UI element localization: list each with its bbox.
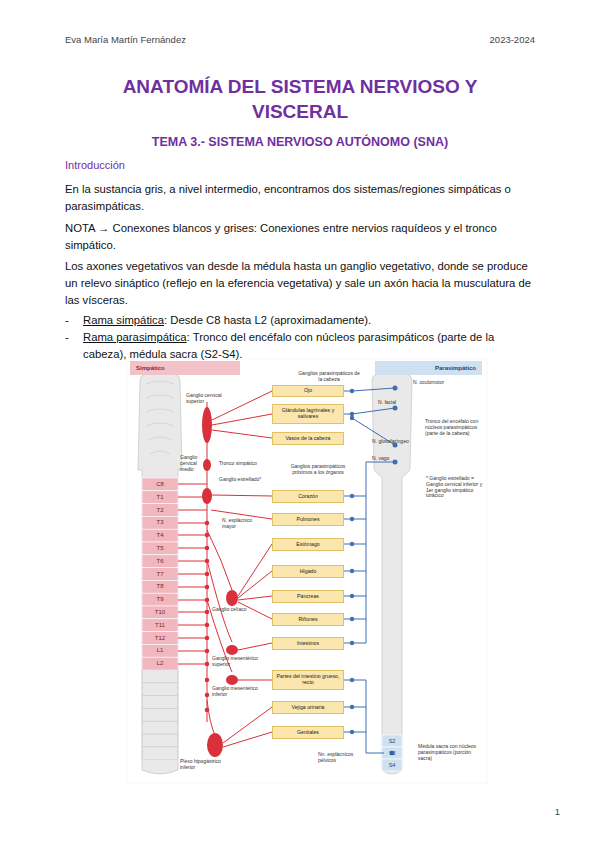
node-text: Riñones [298,617,317,623]
annotation: Tronco del encéfalo con núcleos parasimp… [425,419,483,436]
segment-label: T5 [142,542,178,554]
sympathetic-band: Simpático [130,361,240,375]
organ-box: Intestinos [272,637,344,650]
plexus-label: Plexo hipogástrico inferior [180,759,225,771]
nerve-label: N. glosofaríngeo [372,439,422,445]
sympathetic-ganglia [202,407,238,757]
bullet-dash: - [65,312,77,329]
organ-box: Estómago [272,538,344,551]
body-paragraph: Los axones vegetativos van desde la médu… [65,258,537,309]
organ-box: Corazón [272,490,344,503]
parasympathetic-band: Parasimpático [375,361,482,375]
parasympathetic-cord [372,372,412,774]
nerve-label: N. esplácnico mayor [222,518,262,530]
segment-label: T3 [142,516,178,528]
ganglion-label: Ganglio cervical superior [186,393,222,405]
segment-label: T2 [142,504,178,516]
nerve-label: Nn. esplácnicos pélvicos [318,752,360,764]
node-text: Partes del intestino grueso, recto [274,674,342,685]
segment-label: T8 [142,580,178,592]
node-text: Páncreas [297,594,319,600]
ganglion-label: Ganglio mesentérico inferior [212,686,270,698]
ganglion-label: Ganglio estrellado* [219,477,271,483]
section-heading: Introducción [65,159,265,171]
segment-label: T11 [142,619,178,631]
author-header: Eva María Martín Fernández [65,34,365,45]
section-title: TEMA 3.- SISTEMA NERVIOSO AUTÓNOMO (SNA) [60,135,540,149]
segment-label: S4 [382,759,402,771]
segment-label: T4 [142,529,178,541]
segment-label: L1 [142,644,178,656]
bullet-line: Rama simpática: Desde C8 hasta L2 (aprox… [83,312,537,329]
node-text: Corazón [298,494,318,500]
node-text: Genitales [297,730,319,736]
organ-box: Hígado [272,565,344,578]
node-text: Simpático [136,365,165,371]
ganglion-label: Ganglios parasimpáticos de la cabeza [296,371,362,383]
node-text: Pulmones [296,517,319,523]
segment-label: L2 [142,657,178,669]
organ-box: Partes del intestino grueso, recto [272,670,344,690]
organ-box: Riñones [272,613,344,626]
node-text: Intestinos [297,641,319,647]
nerve-label: N. facial [378,400,418,406]
nerve-label: N. vago [372,456,412,462]
figure-frame [127,359,487,783]
organ-box: Ojo [272,385,344,397]
segment-label: T7 [142,568,178,580]
note-paragraph: NOTA → Conexones blancos y grises: Conex… [65,220,537,254]
bullet-text: : Desde C8 hasta L2 (aproximadamente). [164,314,371,326]
organ-box: Vasos de la cabeza [272,432,344,445]
year-header: 2023-2024 [400,34,535,45]
node-text: Hígado [300,569,317,575]
bullet-line: Rama parasimpática: Tronco del encéfalo … [83,329,537,363]
organ-box: Glándulas lagrimales y salivares [272,404,344,424]
node-text: Glándulas lagrimales y salivares [274,408,342,419]
node-text: Ojo [304,388,312,394]
trunk-label: Tronco simpático [219,461,269,467]
node-text: Parasimpático [435,365,476,371]
segment-label: T1 [142,491,178,503]
organ-box: Vejiga urinaria [272,701,344,714]
page-title: ANATOMÍA DEL SISTEMA NERVIOSO Y VISCERAL [90,74,510,124]
body-paragraph: En la sustancia gris, a nivel intermedio… [65,181,537,215]
segment-label: S2 [382,735,402,747]
bullet-term: Rama simpática [83,314,164,326]
segment-label: T10 [142,606,178,618]
segment-label: T12 [142,632,178,644]
ganglion-label: Ganglio cervical medio [180,455,205,472]
segment-label: S3 [382,747,402,759]
segment-label: T6 [142,555,178,567]
sympathetic-cord [138,372,182,774]
lower-cells [142,670,178,760]
organ-box: Páncreas [272,590,344,603]
node-text: Vasos de la cabeza [286,436,331,442]
node-text: Estómago [296,542,319,548]
ganglion-label: Ganglio celíaco [212,607,262,613]
annotation: Médula sacra con núcleos parasimpáticos … [418,744,478,761]
footnote: * Ganglio estrellado = Ganglio cervical … [426,476,484,499]
bullet-term: Rama parasimpática [83,331,187,343]
segment-label: T9 [142,593,178,605]
nerve-label: N. oculomotor [413,380,473,386]
organ-box: Genitales [272,726,344,739]
organ-box: Pulmones [272,513,344,526]
ganglion-label: Ganglio mesentérico superior [212,656,270,668]
sacral-cells [382,735,402,771]
thoracolumbar-cells [142,478,178,670]
sympathetic-wires [178,391,272,747]
ganglion-label: Ganglios parasimpáticos próximos a los ó… [286,464,350,476]
bullet-dash: - [65,329,77,346]
node-text: Vejiga urinaria [292,705,325,711]
page-number: 1 [540,806,560,817]
segment-label: C8 [142,478,178,490]
brain-folds [146,381,174,454]
